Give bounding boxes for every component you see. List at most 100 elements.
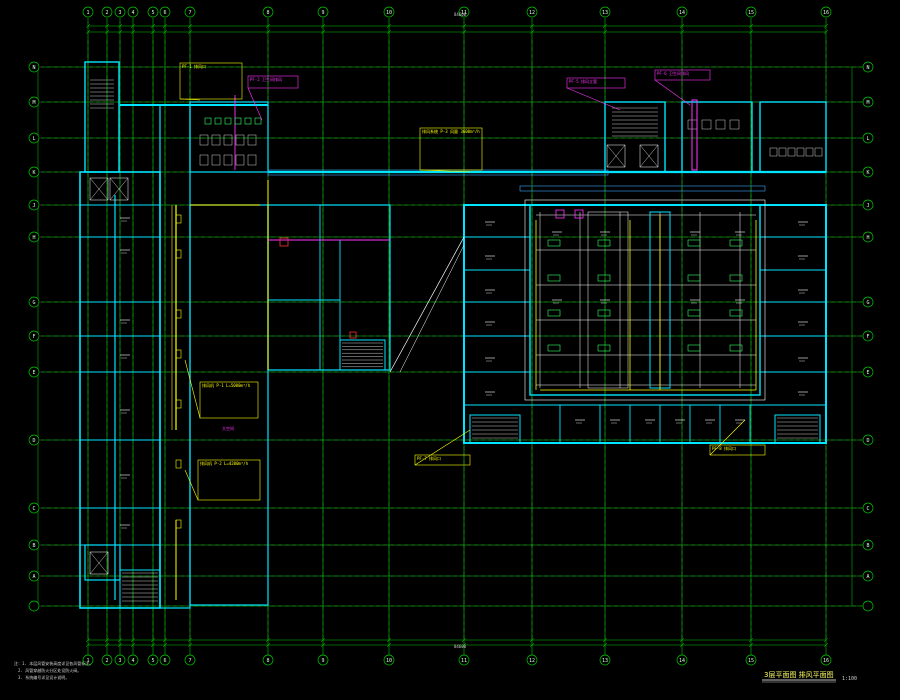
axis-bubble-top-16: [820, 654, 832, 666]
callout-south-2-box: [709, 444, 766, 456]
callout-east-top-box: [566, 77, 626, 89]
dim-bottom-1-tick: [386, 637, 392, 643]
dim-bottom-1-tick: [320, 637, 326, 643]
axis-bubble-top-1: [82, 654, 94, 666]
building-walls: [79, 61, 827, 609]
elevator-car-2: [109, 177, 129, 201]
elevator-x-b: [89, 551, 109, 575]
axis-bubble-top-7: [184, 6, 196, 18]
dim-bottom-2-tick: [117, 642, 123, 648]
callout-nw-stair-leader: [179, 98, 201, 101]
callout-east-toilet-text: PF-6 卫生间排风: [657, 70, 689, 76]
axis-bubble-top-15: [745, 654, 757, 666]
toilet-fixture: [729, 119, 740, 130]
axis-bubble-top-5: [147, 654, 159, 666]
callout-north-toilet-leader: [247, 87, 263, 121]
dim-top-1-tick: [265, 23, 271, 29]
axis-bubble-side-D: [862, 434, 874, 446]
axis-bubble-label-9: 9: [321, 658, 324, 664]
axis-bubble-label-2: 2: [105, 10, 108, 16]
axis-bubble-label-E: E: [866, 370, 869, 376]
toilet-exhaust-fan: [214, 117, 222, 125]
toilet-fixture: [235, 154, 245, 166]
ward-exhaust-grille-7: [597, 309, 611, 317]
axis-bubble-top-12: [526, 654, 538, 666]
toilet-fixture: [235, 134, 245, 146]
axis-bubble-top-10: [383, 654, 395, 666]
nw-stair-block: [84, 61, 120, 173]
axis-bubble-label-B: B: [32, 543, 35, 549]
sink-fixture: [769, 147, 778, 157]
dim-bottom-2-tick: [748, 642, 754, 648]
axis-bubble-label-N: N: [866, 65, 869, 71]
dim-top-2-tick: [85, 29, 91, 35]
dim-bottom-2-tick: [461, 642, 467, 648]
dim-top-2-tick: [823, 29, 829, 35]
axis-bubble-side-B: [862, 539, 874, 551]
dim-bottom-2-tick: [602, 642, 608, 648]
big-room-label: 大空间: [222, 425, 234, 431]
callout-center-leader: [419, 169, 471, 173]
ward-exhaust-grille-16: [729, 344, 743, 352]
toilet-fixture: [211, 154, 221, 166]
axis-bubble-label-16: 16: [823, 658, 829, 664]
axis-bubble-label-8: 8: [266, 658, 269, 664]
axis-bubble-top-8: [262, 6, 274, 18]
dim-top-2-tick: [461, 29, 467, 35]
axis-bubble-top-2: [101, 6, 113, 18]
axis-bubble-top-16: [820, 6, 832, 18]
exhaust-ducts: [171, 95, 766, 600]
axis-bubble-side-x: [28, 600, 40, 612]
elevator-car-3: [89, 551, 109, 575]
elevator-car-4: [606, 144, 626, 168]
callout-left-2-box: [197, 459, 261, 501]
toilet-fixture: [199, 154, 209, 166]
ward-exhaust-grille-11: [687, 309, 701, 317]
east-block-outline: [463, 204, 827, 444]
dim-bottom-1-tick: [85, 637, 91, 643]
dim-top-1-tick: [187, 23, 193, 29]
axis-bubble-label-11: 11: [461, 10, 467, 16]
dim-bottom-1-tick: [602, 637, 608, 643]
callout-left-2-text: 排风机 P-2 L=4200m³/h: [200, 460, 249, 466]
axis-bubble-label-C: C: [866, 506, 869, 512]
dim-top-2-tick: [386, 29, 392, 35]
dim-bottom-2-tick: [187, 642, 193, 648]
axis-bubble-side-K: [862, 166, 874, 178]
fire-damper-2: [349, 331, 357, 339]
callout-left-2-leader: [184, 469, 199, 501]
axis-bubble-top-4: [127, 654, 139, 666]
dim-bottom-1-tick: [461, 637, 467, 643]
axis-bubble-label-6: 6: [163, 10, 166, 16]
axis-bubble-side-N: [862, 61, 874, 73]
dim-bottom-1-tick: [529, 637, 535, 643]
ward-exhaust-grille-12: [687, 344, 701, 352]
toilet-exhaust-fan: [254, 117, 262, 125]
ward-exhaust-grille-5: [597, 239, 611, 247]
dim-bottom-1-tick: [150, 637, 156, 643]
axis-bubble-label-L: L: [32, 136, 35, 142]
ward-exhaust-grille-14: [729, 274, 743, 282]
east-inner-block: [529, 204, 761, 396]
axis-bubble-top-4: [127, 6, 139, 18]
drawing-notes: 注：1. 本层风管安装高度详见各风管标注。 2. 风管穿越防火分区处设防火阀。 …: [14, 660, 93, 680]
dim-top-2-tick: [104, 29, 110, 35]
sink-fixture: [805, 147, 814, 157]
axis-grid-lines: [37, 18, 862, 656]
axis-bubble-label-E: E: [32, 370, 35, 376]
axis-bubble-side-L: [862, 132, 874, 144]
dim-top-2-tick: [162, 29, 168, 35]
axis-bubble-label-13: 13: [602, 658, 608, 664]
axis-bubble-top-14: [676, 6, 688, 18]
axis-bubble-label-M: M: [32, 100, 35, 106]
west-exhaust-vent-1: [175, 214, 182, 224]
axis-bubble-top-5: [147, 6, 159, 18]
overall-dimension-top: 84600: [454, 12, 467, 17]
dim-bottom-1-tick: [162, 637, 168, 643]
dim-top-2-tick: [679, 29, 685, 35]
axis-bubble-side-G: [862, 296, 874, 308]
west-exhaust-vent-6: [175, 459, 182, 469]
axis-bubble-side-J: [28, 199, 40, 211]
callout-left-1-box: [199, 381, 259, 419]
